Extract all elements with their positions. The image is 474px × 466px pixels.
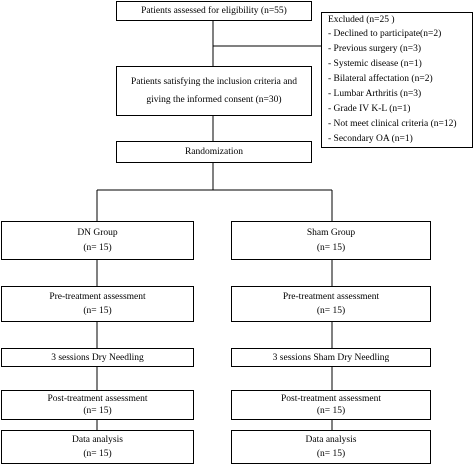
sham-analysis-label: Data analysis <box>305 435 357 445</box>
dn-pre-n: (n= 15) <box>83 306 112 316</box>
excluded-box: Excluded (n=25 ) - Declined to participa… <box>321 12 473 148</box>
dn-pre-assessment-box: Pre-treatment assessment (n= 15) <box>1 286 194 322</box>
dn-post-label: Post-treatment assessment <box>47 394 148 404</box>
randomization-label: Randomization <box>184 147 244 157</box>
sham-pre-label: Pre-treatment assessment <box>282 292 380 302</box>
dn-analysis-label: Data analysis <box>72 435 123 445</box>
excluded-item: - Not meet clinical criteria (n=12) <box>328 119 457 129</box>
excluded-item: - Previous surgery (n=3) <box>328 44 422 54</box>
inclusion-line1: Patients satisfying the inclusion criter… <box>131 77 297 87</box>
inclusion-line2: giving the informed consent (n=30) <box>146 95 282 105</box>
dn-analysis-n: (n= 15) <box>83 449 112 459</box>
sham-treatment-label: 3 sessions Sham Dry Needling <box>272 352 390 363</box>
dn-treatment-label: 3 sessions Dry Needling <box>51 352 144 363</box>
sham-post-assessment-box: Post-treatment assessment (n= 15) <box>231 390 431 420</box>
excluded-item: - Systemic disease (n=1) <box>328 59 422 69</box>
sham-pre-n: (n= 15) <box>316 306 346 316</box>
dn-treatment-box: 3 sessions Dry Needling <box>1 348 194 367</box>
dn-group-box: DN Group (n= 15) <box>1 221 194 260</box>
inclusion-box: Patients satisfying the inclusion criter… <box>116 66 312 116</box>
dn-group-name: DN Group <box>77 228 118 238</box>
sham-group-n: (n= 15) <box>316 243 346 253</box>
sham-treatment-box: 3 sessions Sham Dry Needling <box>231 348 431 367</box>
excluded-item: - Grade IV K-L (n=1) <box>328 104 411 114</box>
dn-pre-label: Pre-treatment assessment <box>49 292 146 302</box>
sham-pre-assessment-box: Pre-treatment assessment (n= 15) <box>231 286 431 322</box>
excluded-item: - Declined to participate(n=2) <box>328 29 442 39</box>
excluded-title: Excluded (n=25 ) <box>328 15 395 25</box>
sham-group-name: Sham Group <box>306 228 356 238</box>
sham-post-label: Post-treatment assessment <box>281 394 381 404</box>
sham-post-n: (n= 15) <box>316 406 346 416</box>
dn-group-n: (n= 15) <box>83 243 112 253</box>
dn-analysis-box: Data analysis (n= 15) <box>1 430 194 464</box>
sham-analysis-box: Data analysis (n= 15) <box>231 430 431 464</box>
sham-group-box: Sham Group (n= 15) <box>231 221 431 260</box>
assessed-label: Patients assessed for eligibility (n=55) <box>141 6 287 16</box>
excluded-item: - Lumbar Arthritis (n=3) <box>328 89 422 99</box>
excluded-item: - Secondary OA (n=1) <box>328 134 413 144</box>
dn-post-assessment-box: Post-treatment assessment (n= 15) <box>1 390 194 420</box>
excluded-item: - Bilateral affectation (n=2) <box>328 74 433 84</box>
sham-analysis-n: (n= 15) <box>316 449 346 459</box>
randomization-box: Randomization <box>116 141 312 163</box>
assessed-box: Patients assessed for eligibility (n=55) <box>116 1 312 21</box>
dn-post-n: (n= 15) <box>83 406 112 416</box>
